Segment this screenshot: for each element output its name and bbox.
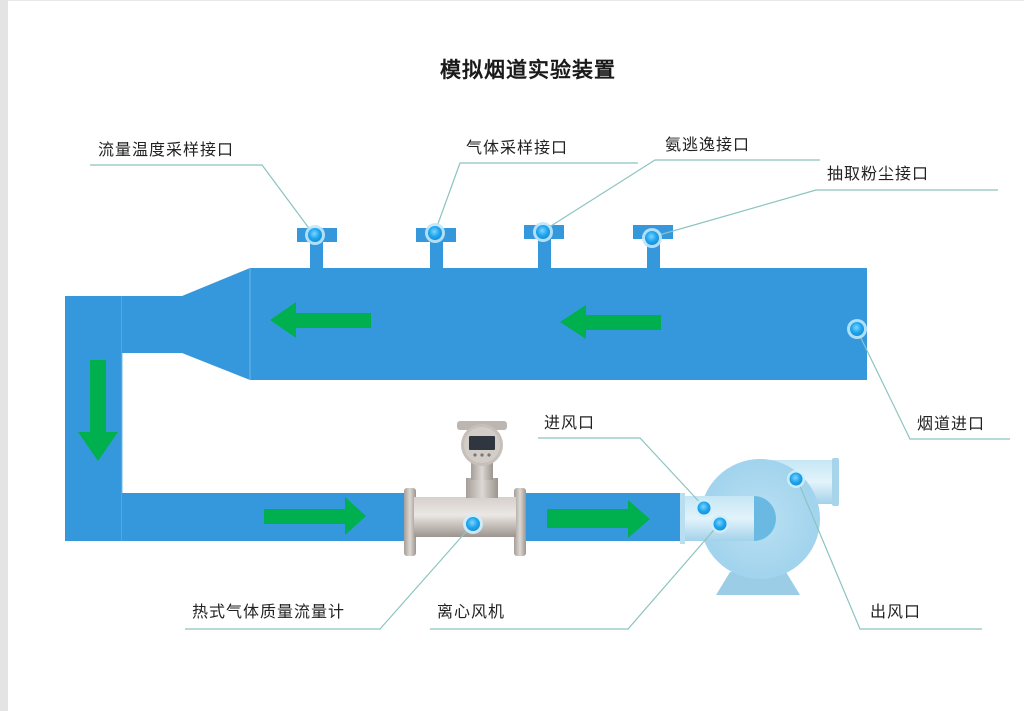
thermal-mass-flowmeter	[404, 421, 526, 556]
fan-base	[716, 572, 800, 595]
centrifugal-fan	[680, 458, 839, 595]
dot-gas-sampling	[425, 223, 445, 243]
label-ammonia-slip-port: 氨逃逸接口	[665, 135, 751, 154]
leader-ammonia-slip	[542, 159, 820, 232]
dot-flow-temp	[305, 225, 325, 245]
label-flue-inlet: 烟道进口	[917, 414, 986, 433]
label-centrifugal-fan: 离心风机	[437, 602, 506, 621]
flow-arrow-left	[270, 302, 371, 338]
meter-display	[469, 436, 495, 450]
leader-gas-sampling	[434, 162, 638, 233]
window-top-edge	[8, 0, 1024, 1]
diagram-title: 模拟烟道实验装置	[440, 58, 616, 82]
upper-duct-narrow	[122, 296, 182, 353]
flow-arrow-down	[78, 360, 118, 461]
leader-air-inlet	[538, 437, 706, 509]
leader-fan	[430, 522, 721, 630]
label-flow-temp-port: 流量温度采样接口	[98, 140, 235, 159]
leader-flowmeter	[185, 524, 473, 630]
indicator-dots	[305, 222, 867, 534]
label-gas-sampling-port: 气体采样接口	[466, 138, 569, 157]
flow-arrow-right	[547, 500, 650, 538]
leader-flow-temp	[90, 164, 315, 236]
duct-reducer	[182, 268, 250, 380]
leader-flue-inlet	[856, 329, 1010, 440]
dot-fan	[711, 515, 729, 533]
leader-lines	[90, 159, 1010, 630]
label-air-outlet: 出风口	[870, 602, 922, 621]
label-air-inlet: 进风口	[544, 413, 596, 432]
dot-flowmeter	[463, 514, 483, 534]
leader-air-outlet	[796, 478, 982, 630]
label-thermal-mass-flowmeter: 热式气体质量流量计	[192, 602, 346, 621]
window-left-edge	[0, 0, 8, 711]
dot-air-inlet	[695, 499, 713, 517]
leader-dust-extraction	[651, 189, 998, 238]
flow-arrow-left	[560, 305, 661, 339]
dot-air-outlet	[787, 470, 805, 488]
dot-flue-inlet	[847, 319, 867, 339]
dot-dust-extraction	[642, 228, 662, 248]
label-dust-extraction-port: 抽取粉尘接口	[827, 164, 930, 183]
flow-arrow-right	[264, 497, 366, 535]
flow-arrows	[78, 302, 661, 538]
dot-ammonia-slip	[533, 222, 553, 242]
